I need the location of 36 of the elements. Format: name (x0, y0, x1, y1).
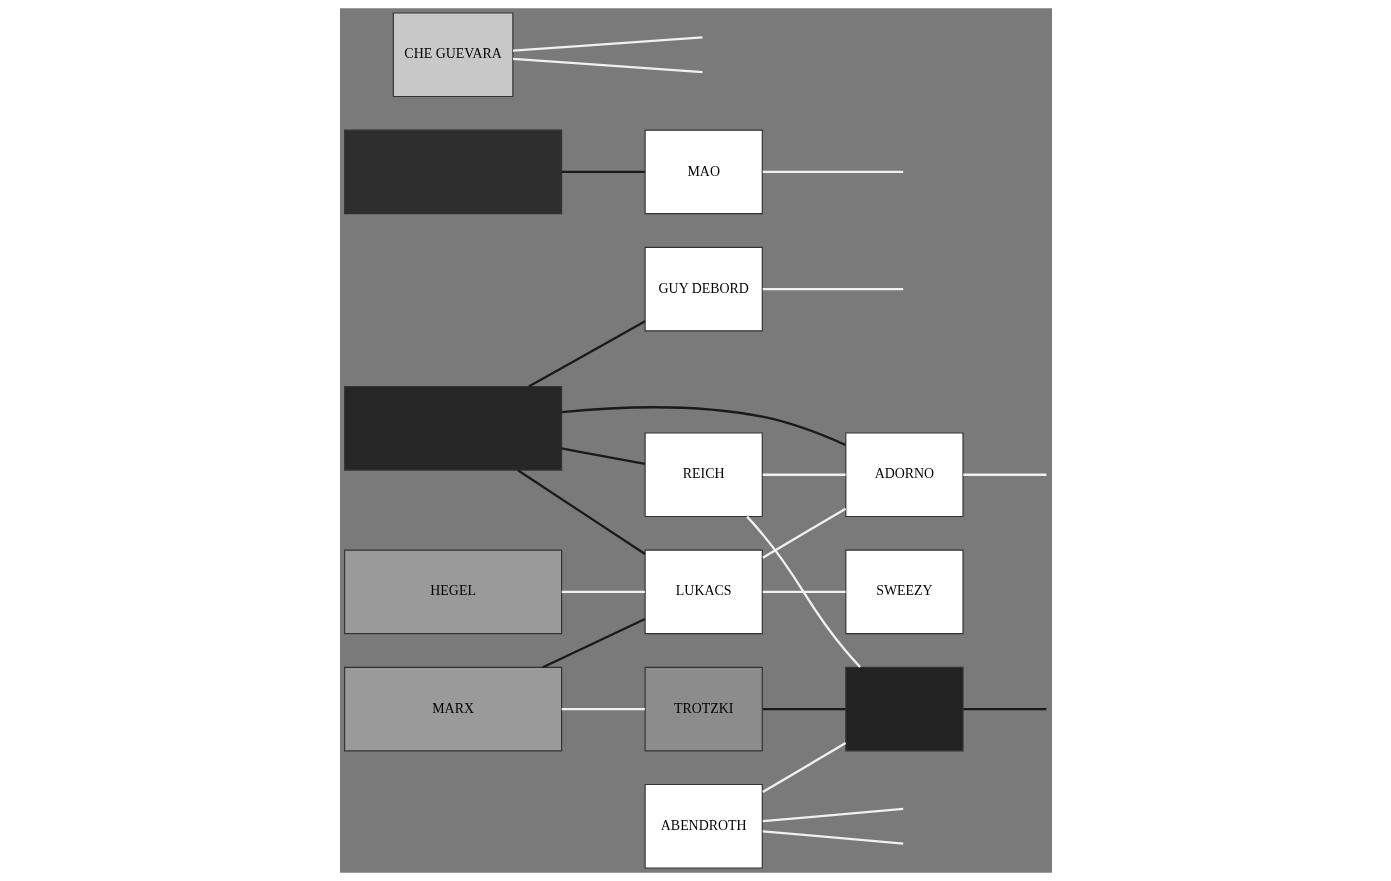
connector (762, 707, 846, 711)
node-box: REICH (644, 432, 763, 518)
connector (745, 515, 861, 668)
connector (561, 447, 645, 466)
connector (561, 590, 645, 594)
node-box: ABENDROTH (644, 783, 763, 869)
connector (762, 807, 903, 823)
node-box (844, 666, 964, 752)
connector (761, 507, 846, 559)
connector (762, 287, 903, 291)
connector (762, 473, 846, 476)
node-box: TROTZKI (644, 666, 763, 752)
connector (541, 618, 645, 669)
node-box: SWEEZY (844, 549, 964, 635)
connector (561, 707, 645, 711)
node-box: MARX (343, 666, 562, 752)
node-box (343, 129, 562, 215)
connector (962, 473, 1046, 476)
node-box: LUKACS (644, 549, 763, 635)
connector (962, 707, 1046, 711)
connector (761, 742, 846, 794)
node-box (343, 385, 562, 471)
node-box: ADORNO (844, 432, 964, 518)
connector (512, 57, 703, 74)
node-box: HEGEL (343, 549, 562, 635)
connector (527, 320, 646, 388)
connector (512, 36, 703, 52)
connector (516, 469, 646, 555)
node-box: GUY DEBORD (644, 246, 763, 332)
connector (561, 170, 645, 174)
connector (762, 590, 846, 594)
connector (561, 406, 846, 447)
connector (762, 830, 903, 845)
connector (762, 170, 903, 174)
node-box: MAO (644, 129, 763, 215)
node-box: CHE GUEVARA (392, 12, 513, 98)
